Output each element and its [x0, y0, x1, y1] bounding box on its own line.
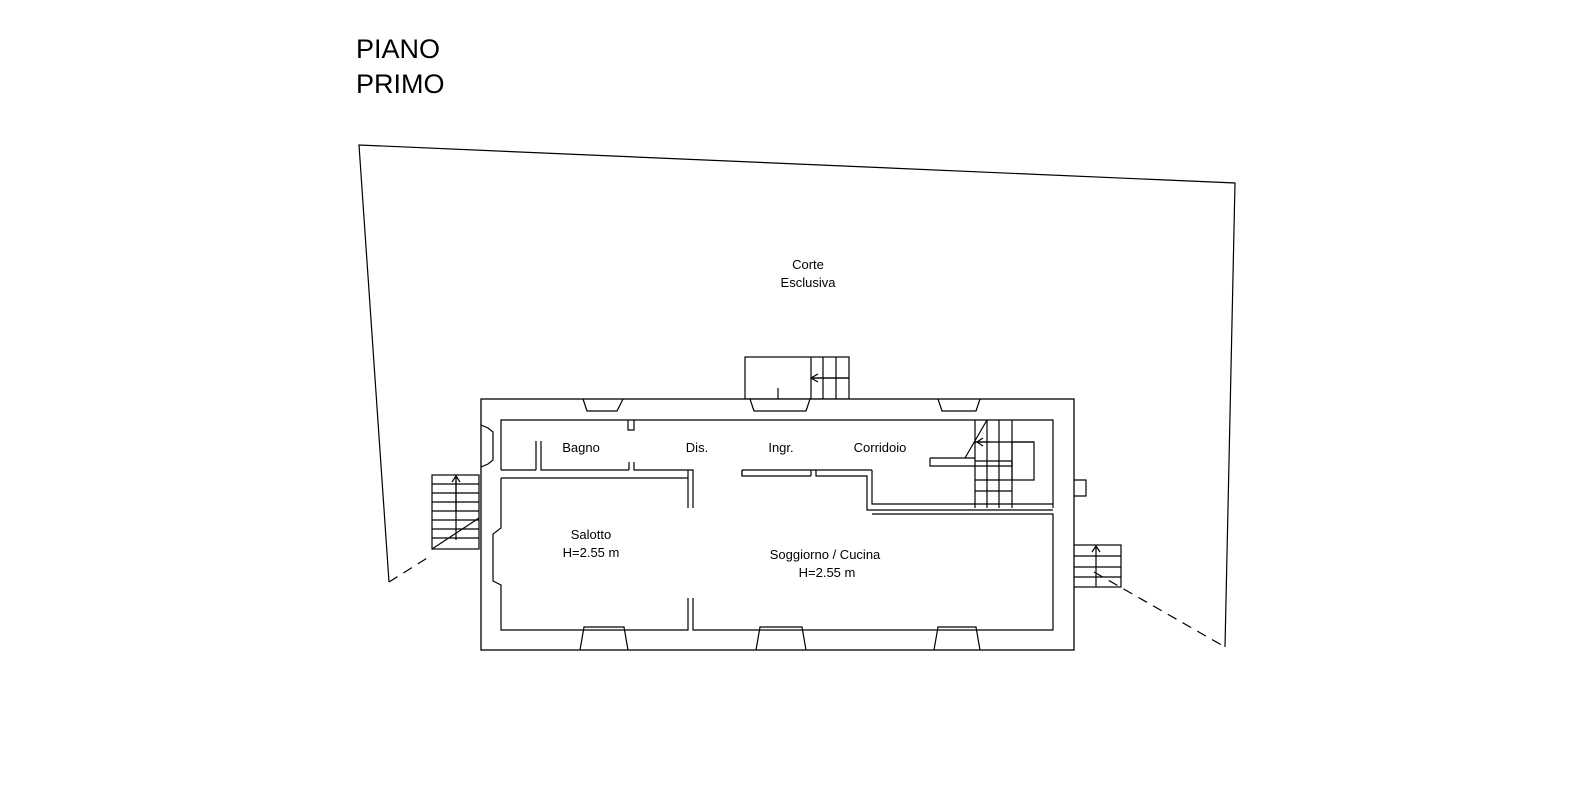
room-height-salotto: H=2.55 m [563, 545, 620, 560]
corridor-band [500, 419, 1054, 511]
room-label-ingresso: Ingr. [768, 440, 793, 455]
room-label-disimpegno: Dis. [686, 440, 708, 455]
room-label-corte-line-2: Esclusiva [781, 275, 837, 290]
room-label-corte-line-1: Corte [792, 257, 824, 272]
floor-title-line-1: PIANO [356, 34, 440, 64]
internal-stair [929, 419, 1035, 508]
floor-title-line-2: PRIMO [356, 69, 445, 99]
right-external-stair [1071, 544, 1122, 588]
building-shell [480, 398, 1087, 651]
courtyard-boundary [358, 144, 1236, 648]
left-external-stair [431, 474, 480, 550]
room-label-soggiorno-cucina: Soggiorno / Cucina [770, 547, 881, 562]
room-label-salotto: Salotto [571, 527, 611, 542]
room-label-corridoio: Corridoio [854, 440, 907, 455]
room-height-soggiorno-cucina: H=2.55 m [799, 565, 856, 580]
room-label-bagno: Bagno [562, 440, 600, 455]
lower-rooms [492, 477, 1054, 631]
